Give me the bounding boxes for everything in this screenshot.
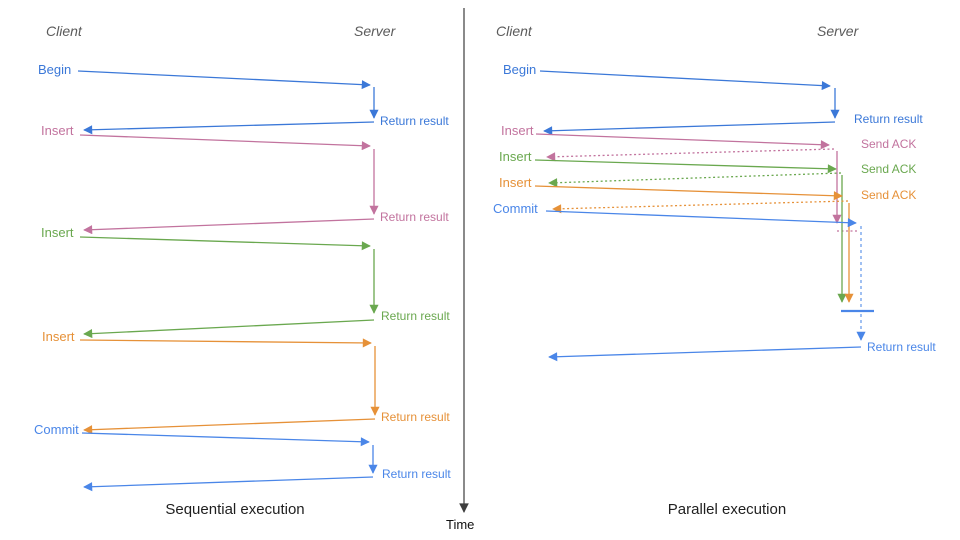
seq-op-insert1-label: Insert — [41, 123, 74, 138]
par-server-header: Server — [817, 23, 859, 39]
seq-insert1-response-line — [83, 218, 375, 235]
par-commit-response-line — [548, 346, 862, 362]
seq-insert2-response-line — [83, 319, 375, 339]
par-op-insert1-label: Insert — [501, 123, 534, 138]
time-axis-label: Time — [446, 517, 475, 532]
seq-commit-response-line — [83, 476, 374, 492]
seq-return-result-1: Return result — [380, 114, 449, 128]
seq-op-insert3-label: Insert — [42, 329, 75, 344]
par-insert2-ack-line — [548, 172, 842, 188]
par-op-begin-label: Begin — [503, 62, 537, 77]
seq-insert3-request-line — [79, 338, 372, 348]
par-client-header: Client — [496, 23, 532, 39]
seq-begin-response-line — [83, 121, 375, 135]
par-insert1-request-line — [535, 133, 830, 150]
par-insert2-request-line — [534, 159, 837, 174]
par-return-result-bottom: Return result — [867, 340, 936, 354]
sequential-diagram-lines — [77, 70, 380, 492]
par-insert3-ack-line — [552, 200, 849, 214]
seq-insert3-response-line — [83, 418, 376, 435]
par-op-insert3-label: Insert — [499, 175, 532, 190]
par-send-ack-3: Send ACK — [861, 188, 917, 202]
par-op-commit-label: Commit — [493, 201, 538, 216]
par-title: Parallel execution — [667, 501, 787, 518]
seq-return-result-5: Return result — [382, 467, 451, 481]
seq-op-begin-label: Begin — [38, 62, 72, 77]
par-op-insert2-label: Insert — [499, 149, 532, 164]
seq-server-header: Server — [354, 23, 396, 39]
par-insert3-request-line — [534, 185, 843, 201]
seq-return-result-4: Return result — [381, 410, 450, 424]
seq-return-result-2: Return result — [380, 210, 449, 224]
par-send-ack-2: Send ACK — [861, 162, 917, 176]
seq-insert2-request-line — [79, 236, 371, 251]
seq-title: Sequential execution — [165, 501, 305, 518]
par-begin-response-line — [543, 121, 836, 136]
parallel-diagram-lines — [534, 70, 874, 362]
seq-commit-request-line — [81, 432, 370, 447]
seq-return-result-3: Return result — [381, 309, 450, 323]
seq-begin-request-line — [77, 70, 371, 90]
par-begin-request-line — [539, 70, 831, 91]
par-commit-request-line — [545, 210, 857, 228]
seq-op-insert2-label: Insert — [41, 225, 74, 240]
seq-insert1-request-line — [79, 134, 371, 151]
par-insert1-ack-line — [546, 148, 835, 162]
seq-op-commit-label: Commit — [34, 422, 79, 437]
seq-client-header: Client — [46, 23, 82, 39]
par-return-result-top: Return result — [854, 112, 923, 126]
par-send-ack-1: Send ACK — [861, 137, 917, 151]
